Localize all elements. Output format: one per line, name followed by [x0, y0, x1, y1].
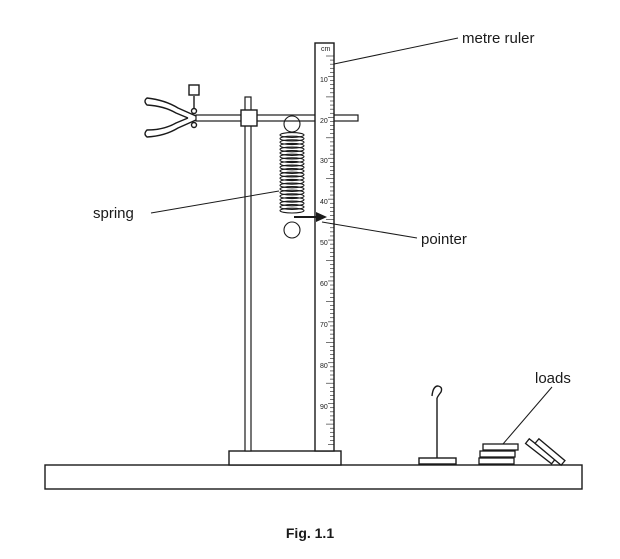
ruler-tick-label: 30	[320, 158, 328, 165]
spring-coil	[279, 153, 305, 160]
label-spring: spring	[93, 205, 134, 222]
spring	[279, 115, 305, 239]
spring-coil	[279, 196, 305, 203]
label-metre-ruler: metre ruler	[462, 30, 535, 47]
ruler-tick-labels: 10 20 30 40 50 60 70 80 90	[320, 77, 328, 411]
spring-coil	[279, 207, 305, 214]
boss-head	[240, 109, 258, 127]
ruler-tick-label: 60	[320, 281, 328, 288]
spring-coil	[279, 142, 305, 149]
figure-caption: Fig. 1.1	[286, 525, 334, 541]
metre-ruler	[314, 42, 335, 452]
clamp-jaws	[144, 84, 200, 138]
spring-coil	[279, 182, 305, 189]
spring-coil	[279, 178, 305, 185]
spring-coil	[279, 160, 305, 167]
spring-coil	[279, 175, 305, 182]
pointer	[294, 212, 327, 222]
stand-base	[228, 450, 342, 466]
stand-rod	[244, 96, 252, 452]
spring-coil	[279, 150, 305, 156]
spring-coil	[279, 132, 305, 138]
bench-base	[44, 464, 583, 490]
label-pointer: pointer	[421, 231, 467, 248]
spring-coil	[279, 164, 305, 171]
leader-lines	[150, 37, 553, 445]
spring-coil	[279, 193, 305, 200]
load-hanger	[418, 385, 457, 465]
slotted-masses	[478, 437, 566, 467]
ruler-tick-label: 40	[320, 199, 328, 206]
spring-coil	[279, 168, 305, 174]
ruler-tick-label: 80	[320, 363, 328, 370]
ruler-tick-label: 10	[320, 77, 328, 84]
clamp-bar	[195, 114, 359, 122]
spring-coil	[279, 139, 305, 146]
spring-coil	[279, 189, 305, 196]
spring-coil	[279, 146, 305, 153]
label-loads: loads	[535, 370, 571, 387]
spring-coil	[279, 135, 305, 142]
spring-coil	[279, 186, 305, 192]
ruler-tick-label: 20	[320, 118, 328, 125]
spring-coil	[279, 204, 305, 210]
ruler-unit: cm	[321, 46, 331, 53]
spring-coil	[279, 157, 305, 164]
ruler-tick-label: 50	[320, 240, 328, 247]
ruler-tick-label: 70	[320, 322, 328, 329]
spring-coil	[279, 200, 305, 207]
spring-coil	[279, 171, 305, 178]
ruler-tick-label: 90	[320, 404, 328, 411]
ruler-scale	[326, 55, 334, 445]
